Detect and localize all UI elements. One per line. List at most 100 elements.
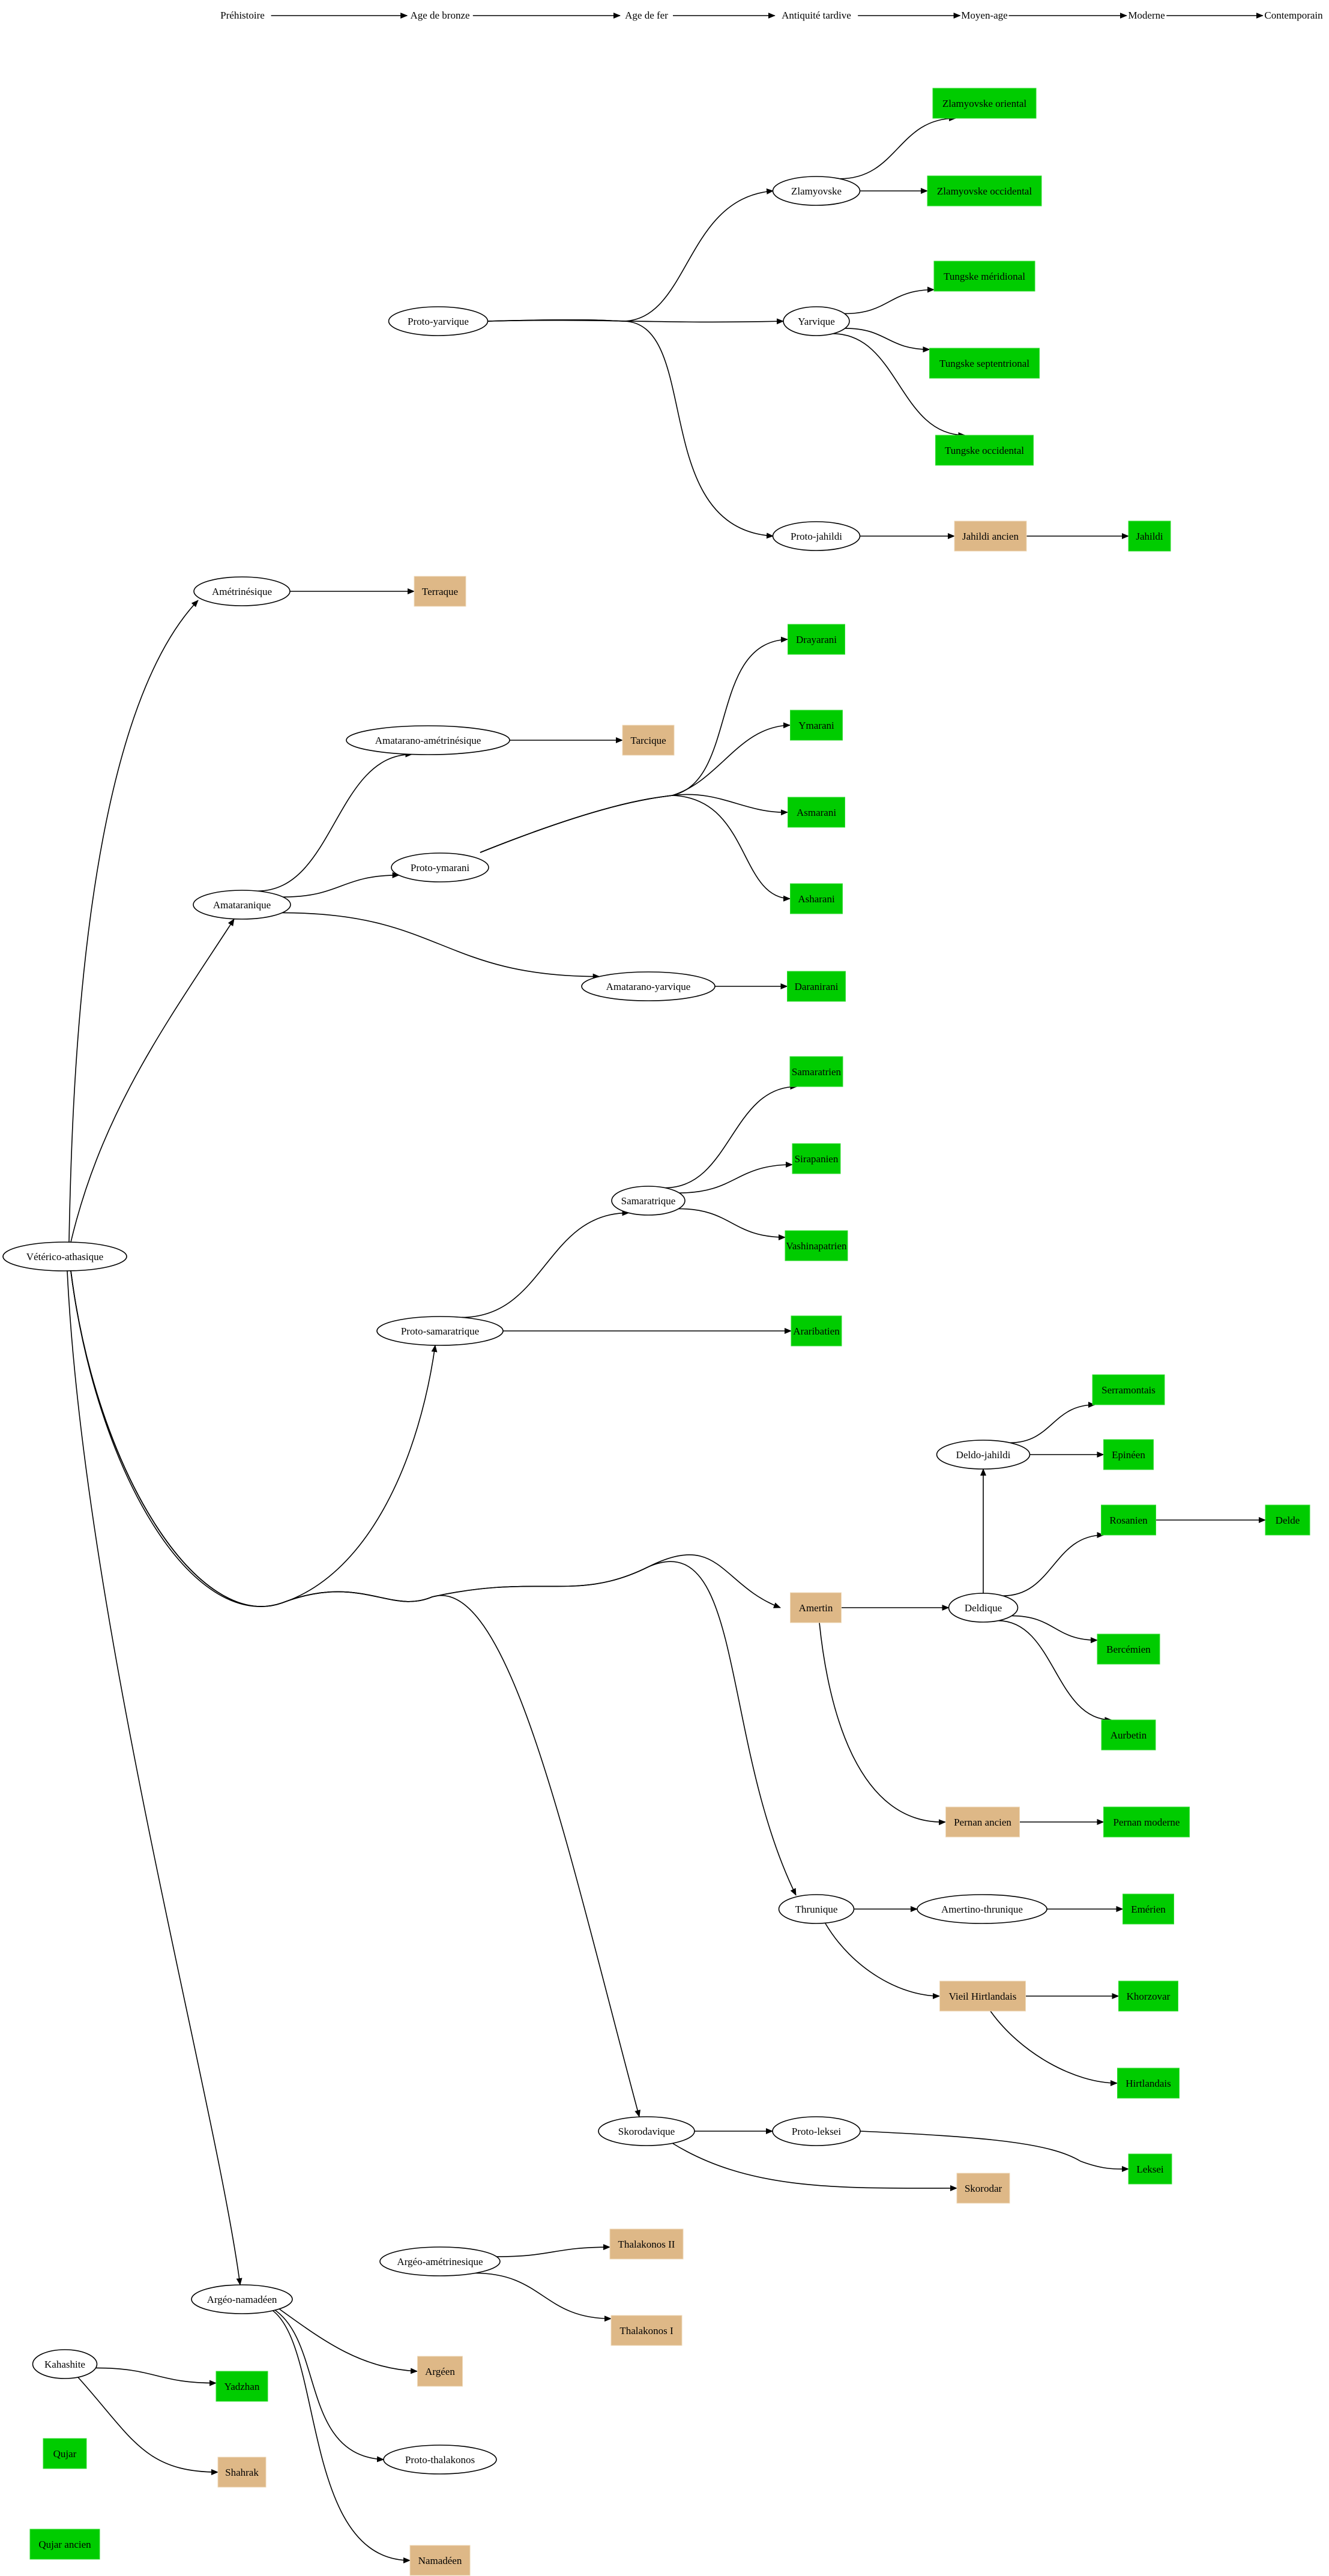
node-proto-jahildi[interactable]: Proto-jahildi xyxy=(772,521,861,551)
node-label: Emérien xyxy=(1131,1904,1166,1915)
node-amat-yarv[interactable]: Amatarano-yarvique xyxy=(581,971,716,1001)
node-proto-yarvique[interactable]: Proto-yarvique xyxy=(388,306,489,336)
node-serramontais[interactable]: Serramontais xyxy=(1092,1374,1165,1405)
node-proto-leksei[interactable]: Proto-leksei xyxy=(772,2116,861,2146)
edge-amataranique-to-amat_amet xyxy=(257,751,413,892)
node-tung-mer[interactable]: Tungske méridional xyxy=(933,261,1035,292)
node-zlam-occ[interactable]: Zlamyovske occidental xyxy=(927,175,1042,207)
edge-deldo_jahildi-to-serramontais xyxy=(1010,1402,1095,1444)
modern-language-box xyxy=(1101,1504,1156,1536)
node-khorzovar[interactable]: Khorzovar xyxy=(1118,1980,1178,2012)
node-proto-samaratrique[interactable]: Proto-samaratrique xyxy=(376,1316,504,1346)
node-jahildi[interactable]: Jahildi xyxy=(1128,520,1171,552)
node-emerien[interactable]: Emérien xyxy=(1123,1893,1174,1925)
node-label: Amatarano-amétrinésique xyxy=(375,735,481,746)
edge-argeo_amet-to-thalakonos2 xyxy=(496,2244,610,2257)
node-proto-ymarani[interactable]: Proto-ymarani xyxy=(391,852,489,882)
node-amertino-thrunique[interactable]: Amertino-thrunique xyxy=(917,1894,1047,1924)
node-vashinapatrien[interactable]: Vashinapatrien xyxy=(785,1230,848,1261)
node-label: Daranirani xyxy=(795,981,839,992)
node-label: Tungske occidental xyxy=(945,445,1024,456)
modern-language-box xyxy=(787,971,846,1002)
node-qujar-ancien[interactable]: Qujar ancien xyxy=(29,2529,100,2560)
node-zlam-or[interactable]: Zlamyovske oriental xyxy=(932,88,1037,119)
edge-proto_leksei-to-leksei xyxy=(860,2131,1129,2173)
node-label: Rosanien xyxy=(1109,1515,1148,1526)
node-yarvique[interactable]: Yarvique xyxy=(783,306,850,336)
node-jahildi-ancien[interactable]: Jahildi ancien xyxy=(954,520,1027,552)
node-label: Bercémien xyxy=(1106,1644,1151,1655)
ancient-language-box xyxy=(939,1980,1026,2012)
node-label: Araribatien xyxy=(793,1326,840,1337)
node-label: Vétérico-athasique xyxy=(26,1251,103,1262)
edge-veterico-to-proto_samaratrique xyxy=(70,1270,438,1607)
node-araribatien[interactable]: Araribatien xyxy=(791,1315,842,1347)
node-label: Amertin xyxy=(799,1602,833,1614)
node-label: Hirtlandais xyxy=(1126,2078,1171,2089)
node-shahrak[interactable]: Shahrak xyxy=(217,2457,267,2488)
node-rosanien[interactable]: Rosanien xyxy=(1101,1504,1156,1536)
node-daranirani[interactable]: Daranirani xyxy=(787,971,846,1002)
node-asmarani[interactable]: Asmarani xyxy=(788,797,845,828)
node-zlamyovske[interactable]: Zlamyovske xyxy=(772,176,861,206)
node-delde[interactable]: Delde xyxy=(1265,1504,1310,1536)
edge-veterico-to-argeo_namadeen xyxy=(67,1270,243,2285)
node-asharani[interactable]: Asharani xyxy=(790,883,843,914)
node-argeo-amet[interactable]: Argéo-amétrinesique xyxy=(379,2246,501,2276)
node-yadzhan[interactable]: Yadzhan xyxy=(215,2371,268,2402)
node-qujar[interactable]: Qujar xyxy=(43,2438,87,2469)
node-pernan-moderne[interactable]: Pernan moderne xyxy=(1103,1806,1190,1838)
node-namadeen[interactable]: Namadéen xyxy=(409,2545,471,2576)
proto-language-ellipse xyxy=(772,176,861,206)
node-tung-sep[interactable]: Tungske septentrional xyxy=(929,348,1040,379)
node-argeen[interactable]: Argéen xyxy=(417,2356,463,2387)
node-drayarani[interactable]: Drayarani xyxy=(788,624,845,655)
node-terraque[interactable]: Terraque xyxy=(414,576,466,607)
node-deldique[interactable]: Deldique xyxy=(948,1593,1019,1623)
modern-language-box xyxy=(933,261,1035,292)
proto-language-ellipse xyxy=(598,2116,695,2146)
node-ymarani[interactable]: Ymarani xyxy=(790,710,843,741)
node-epineen[interactable]: Epinéen xyxy=(1103,1439,1154,1470)
node-skorodar[interactable]: Skorodar xyxy=(956,2173,1010,2204)
node-skorodavique[interactable]: Skorodavique xyxy=(598,2116,695,2146)
node-amat-amet[interactable]: Amatarano-amétrinésique xyxy=(346,725,510,755)
ancient-language-box xyxy=(217,2457,267,2488)
node-ametrinesique[interactable]: Amétrinésique xyxy=(193,576,291,606)
timeline-period: Age de fer xyxy=(625,10,668,21)
modern-language-box xyxy=(1092,1374,1165,1405)
node-thalakonos2[interactable]: Thalakonos II xyxy=(609,2228,684,2260)
node-veterico[interactable]: Vétérico-athasique xyxy=(2,1241,127,1271)
node-amataranique[interactable]: Amataranique xyxy=(193,890,291,920)
ancient-language-box xyxy=(622,725,675,756)
node-thrunique[interactable]: Thrunique xyxy=(778,1894,855,1924)
node-leksei[interactable]: Leksei xyxy=(1128,2153,1172,2185)
node-label: Vieil Hirtlandais xyxy=(949,1991,1017,2002)
node-sirapanien[interactable]: Sirapanien xyxy=(792,1143,841,1174)
timeline-period: Contemporain xyxy=(1264,10,1323,21)
node-thalakonos1[interactable]: Thalakonos I xyxy=(610,2315,683,2346)
modern-language-box xyxy=(1123,1893,1174,1925)
timeline-period: Moyen-age xyxy=(961,10,1007,21)
node-aurbetin[interactable]: Aurbetin xyxy=(1101,1719,1156,1751)
node-label: Jahildi xyxy=(1136,531,1163,542)
node-tarcique[interactable]: Tarcique xyxy=(622,725,675,756)
node-bercemien[interactable]: Bercémien xyxy=(1097,1633,1160,1665)
node-deldo-jahildi[interactable]: Deldo-jahildi xyxy=(936,1440,1031,1470)
edge-kahashite-to-shahrak xyxy=(77,2377,218,2475)
proto-language-ellipse xyxy=(193,890,291,920)
node-label: Asmarani xyxy=(797,807,836,818)
node-tung-occ[interactable]: Tungske occidental xyxy=(935,435,1034,466)
node-vieil-hirtlandais[interactable]: Vieil Hirtlandais xyxy=(939,1980,1026,2012)
node-proto-thalakonos[interactable]: Proto-thalakonos xyxy=(383,2445,497,2475)
node-amertin[interactable]: Amertin xyxy=(790,1592,842,1623)
node-samaratrique[interactable]: Samaratrique xyxy=(611,1186,686,1216)
node-label: Amatarano-yarvique xyxy=(606,981,691,992)
modern-language-box xyxy=(1103,1806,1190,1838)
node-argeo-namadeen[interactable]: Argéo-namadéen xyxy=(191,2284,293,2314)
node-samaratrien[interactable]: Samaratrien xyxy=(789,1056,843,1087)
proto-language-ellipse xyxy=(783,306,850,336)
node-kahashite[interactable]: Kahashite xyxy=(32,2349,98,2379)
node-pernan-ancien[interactable]: Pernan ancien xyxy=(945,1806,1020,1838)
node-hirtlandais[interactable]: Hirtlandais xyxy=(1117,2068,1180,2099)
